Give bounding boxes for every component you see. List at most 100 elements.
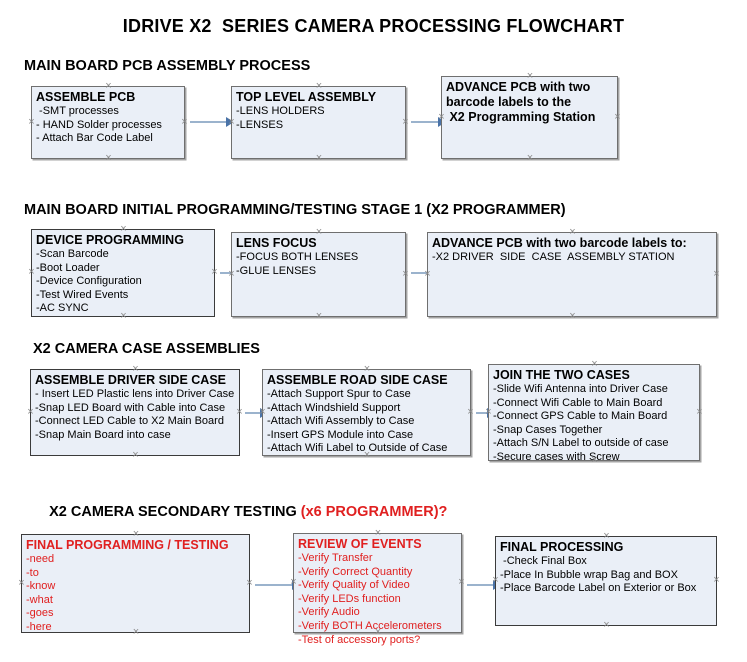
connection-handle-bottom[interactable] (568, 312, 577, 321)
section-title-x2-camera-secondary-testing: X2 CAMERA SECONDARY TESTING (x6 PROGRAMM… (33, 488, 447, 536)
box-line: - Attach Bar Code Label (36, 132, 153, 145)
box-line: -GLUE LENSES (236, 264, 317, 277)
connection-handle-right[interactable] (401, 270, 410, 279)
box-line: -Verify Audio (298, 606, 360, 619)
connection-handle-bottom[interactable] (315, 312, 324, 321)
connection-handle-left[interactable] (27, 268, 36, 277)
box-line: -Insert GPS Module into Case (267, 428, 414, 441)
section-title-x2-camera-case-assemblies: X2 CAMERA CASE ASSEMBLIES (33, 341, 260, 357)
box-line: -to (26, 566, 39, 579)
box-line: X2 Programming Station (446, 110, 596, 124)
box-line: -Boot Loader (36, 261, 100, 274)
connection-handle-left[interactable] (423, 270, 432, 279)
box-line: -Attach Windshield Support (267, 401, 401, 414)
box-line: -FOCUS BOTH LENSES (236, 251, 359, 263)
box-line: -Connect LED Cable to X2 Main Board (35, 415, 224, 428)
connector-driver-side-to-road-side (245, 408, 268, 418)
connection-handle-left[interactable] (17, 579, 26, 588)
connection-handle-bottom[interactable] (131, 451, 140, 460)
box-line: -Connect GPS Cable to Main Board (493, 410, 668, 423)
box-line: -Place In Bubble wrap Bag and BOX (500, 568, 678, 581)
box-line: -Attach Wifi Assembly to Case (267, 415, 415, 428)
box-line: -Verify Quality of Video (298, 579, 410, 592)
box-title: FINAL PROCESSING (500, 540, 624, 554)
connection-handle-left[interactable] (27, 118, 36, 127)
connection-handle-right[interactable] (613, 113, 622, 122)
box-line: -here (26, 620, 52, 633)
connection-handle-right[interactable] (695, 408, 704, 417)
box-line: -Snap Main Board into case (35, 428, 171, 441)
connection-handle-right[interactable] (712, 270, 721, 279)
connection-handle-bottom[interactable] (315, 154, 324, 163)
connection-handle-right[interactable] (466, 408, 475, 417)
box-title: DEVICE PROGRAMMING (36, 233, 184, 247)
connection-handle-right[interactable] (235, 408, 244, 417)
box-lens-focus[interactable]: LENS FOCUS -FOCUS BOTH LENSES -GLUE LENS… (231, 232, 406, 317)
box-line: -what (26, 593, 53, 606)
section-title-main-board-initial-programming: MAIN BOARD INITIAL PROGRAMMING/TESTING S… (24, 202, 566, 218)
box-line: barcode labels to the (446, 95, 572, 109)
box-line-overflow: -Test of accessory ports? (298, 633, 421, 646)
box-line: -Secure cases with Screw (493, 450, 620, 463)
box-title: ASSEMBLE DRIVER SIDE CASE (35, 373, 227, 387)
connection-handle-right[interactable] (457, 578, 466, 587)
connection-handle-bottom[interactable] (526, 154, 535, 163)
box-device-programming[interactable]: DEVICE PROGRAMMING -Scan Barcode -Boot L… (31, 229, 215, 317)
connection-handle-left[interactable] (227, 270, 236, 279)
box-line: -Snap LED Board with Cable into Case (35, 401, 226, 414)
connection-handle-left[interactable] (26, 408, 35, 417)
box-title: ASSEMBLE PCB (36, 90, 136, 104)
box-line: -Snap Cases Together (493, 423, 603, 436)
connection-handle-right[interactable] (180, 118, 189, 127)
section-title-accent: (x6 PROGRAMMER)? (300, 504, 448, 520)
box-line: -LENS HOLDERS (236, 105, 325, 117)
box-title: REVIEW OF EVENTS (298, 537, 422, 551)
connector-final-programming-to-review-of-events (255, 580, 300, 590)
connection-handle-bottom[interactable] (602, 621, 611, 630)
box-final-processing[interactable]: FINAL PROCESSING -Check Final Box -Place… (495, 536, 717, 626)
connector-top-level-assembly-to-advance-pcb (411, 117, 446, 127)
box-line: -Verify BOTH Accelerometers (298, 619, 442, 632)
box-line: -Place Barcode Label on Exterior or Box (500, 582, 697, 595)
box-join-the-two-cases[interactable]: JOIN THE TWO CASES -Slide Wifi Antenna i… (488, 364, 700, 463)
connector-assemble-pcb-to-top-level-assembly (190, 117, 234, 127)
box-top-level-assembly[interactable]: TOP LEVEL ASSEMBLY -LENS HOLDERS -LENSES (231, 86, 406, 159)
box-title: FINAL PROGRAMMING / TESTING (26, 538, 229, 552)
box-assemble-road-side-case[interactable]: ASSEMBLE ROAD SIDE CASE -Attach Support … (262, 369, 471, 456)
connection-handle-right[interactable] (245, 579, 254, 588)
box-assemble-driver-side-case[interactable]: ASSEMBLE DRIVER SIDE CASE - Insert LED P… (30, 369, 240, 456)
connection-handle-bottom[interactable] (104, 154, 113, 163)
box-advance-pcb-to-driver-side-case[interactable]: ADVANCE PCB with two barcode labels to: … (427, 232, 717, 317)
box-line: -Check Final Box (500, 555, 587, 567)
box-line: -Attach Support Spur to Case (267, 388, 411, 400)
box-title: ASSEMBLE ROAD SIDE CASE (267, 373, 448, 387)
box-final-programming-testing[interactable]: FINAL PROGRAMMING / TESTING -need -to -k… (21, 534, 250, 633)
box-line: -Attach S/N Label to outside of case (493, 437, 669, 450)
box-line: -need (26, 553, 55, 565)
connection-handle-right[interactable] (210, 268, 219, 277)
box-line: -Slide Wifi Antenna into Driver Case (493, 383, 668, 395)
box-line: -Device Configuration (36, 275, 142, 288)
box-title: TOP LEVEL ASSEMBLY (236, 90, 377, 104)
box-review-of-events[interactable]: REVIEW OF EVENTS -Verify Transfer -Verif… (293, 533, 462, 646)
box-line: -Scan Barcode (36, 248, 109, 260)
box-line: - HAND Solder processes (36, 118, 162, 131)
box-line: -LENSES (236, 118, 284, 131)
box-title: ADVANCE PCB with two (446, 80, 591, 94)
box-title: JOIN THE TWO CASES (493, 368, 630, 382)
page-title: IDRIVE X2 SERIES CAMERA PROCESSING FLOWC… (122, 16, 625, 36)
box-line: -Connect Wifi Cable to Main Board (493, 396, 663, 409)
box-title: ADVANCE PCB with two barcode labels to: (432, 236, 687, 250)
box-line: -X2 DRIVER SIDE CASE ASSEMBLY STATION (432, 251, 675, 263)
box-line: -Verify Correct Quantity (298, 565, 413, 578)
box-line: -Verify LEDs function (298, 592, 401, 605)
box-assemble-pcb[interactable]: ASSEMBLE PCB -SMT processes - HAND Solde… (31, 86, 185, 159)
connection-handle-right[interactable] (401, 118, 410, 127)
box-line: - Insert LED Plastic lens into Driver Ca… (35, 388, 235, 400)
connection-handle-right[interactable] (712, 576, 721, 585)
box-line: -know (26, 580, 56, 593)
box-line: -Test Wired Events (36, 288, 129, 301)
box-line: -Verify Transfer (298, 552, 373, 564)
box-advance-pcb-to-programming-station[interactable]: ADVANCE PCB with two barcode labels to t… (441, 76, 618, 159)
